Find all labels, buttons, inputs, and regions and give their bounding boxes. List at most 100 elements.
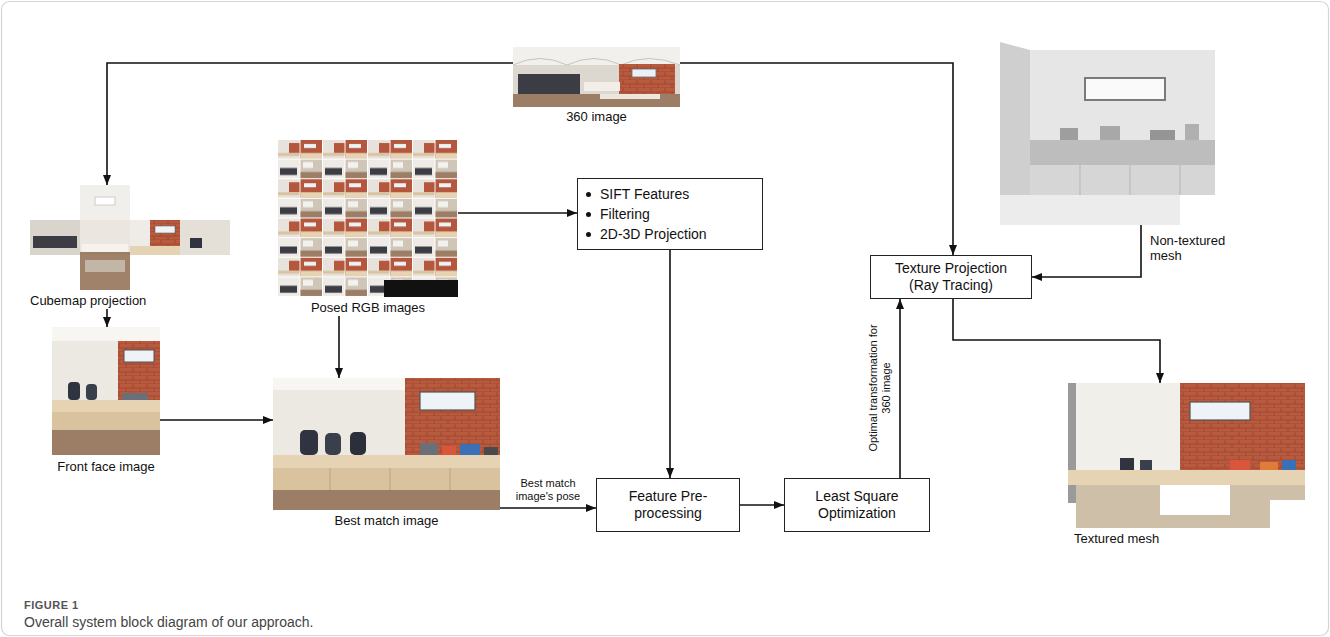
- textured-mesh-render: [1068, 383, 1305, 528]
- best-match-photo: [350, 432, 366, 455]
- panorama-photo: [632, 69, 656, 77]
- best-match-photo: [273, 455, 500, 468]
- textured-mesh-render: [1140, 460, 1152, 470]
- textured-mesh-render: [1120, 458, 1134, 470]
- image-node: Posed RGB images: [278, 140, 458, 316]
- caption-holder: Posed RGB images: [278, 300, 458, 315]
- cubemap-photo: [80, 255, 130, 290]
- figure-caption: Overall system block diagram of our appr…: [24, 614, 313, 630]
- non-textured-mesh-render: [1150, 130, 1175, 140]
- best-match-photo: [420, 443, 438, 455]
- caption-holder: Textured mesh: [1074, 531, 1234, 546]
- posed-image-grid: [278, 140, 458, 297]
- edge-label: Best match image's pose: [516, 477, 580, 502]
- best-match-photo: [273, 378, 500, 510]
- image-caption: Posed RGB images: [311, 300, 425, 315]
- non-textured-mesh-render: [1085, 78, 1165, 100]
- cubemap-photo: [82, 244, 128, 252]
- posed-image-grid: [384, 280, 458, 297]
- textured-mesh-render: [1282, 460, 1296, 470]
- box-body: Texture Projection (Ray Tracing): [881, 260, 1021, 295]
- panorama-photo: [619, 64, 675, 94]
- flow-arrow: [953, 299, 1160, 383]
- cubemap-photo: [155, 226, 175, 233]
- textured-mesh-render: [1270, 500, 1305, 528]
- cubemap-photo: [33, 236, 77, 248]
- best-match-photo: [330, 468, 450, 490]
- image-node: Front face image: [52, 327, 160, 477]
- non-textured-mesh-render: [1030, 140, 1215, 165]
- cubemap-photo: [180, 220, 230, 255]
- image-caption: Cubemap projection: [30, 293, 146, 308]
- image-caption: 360 image: [566, 109, 627, 124]
- box-body: Feature Pre-processing: [612, 488, 724, 523]
- flow-arrow: [160, 419, 273, 421]
- cubemap-photo: [30, 185, 230, 290]
- front-face-photo: [68, 382, 80, 400]
- flow-arrow: [107, 63, 513, 185]
- flow-arrow: [669, 250, 671, 478]
- image-caption: Best match image: [334, 513, 438, 528]
- cubemap-photo: [130, 220, 180, 255]
- flow-arrow: [740, 504, 784, 506]
- list-row: SIFT Features: [586, 184, 707, 204]
- front-face-photo: [124, 350, 154, 362]
- non-textured-mesh-render: [1030, 165, 1215, 195]
- cubemap-photo: [190, 238, 202, 248]
- flow-arrow: [899, 299, 901, 478]
- panorama-photo: [513, 47, 680, 65]
- edge-label-patch: Best match image's pose: [501, 476, 595, 504]
- non-textured-mesh-render: [1060, 128, 1078, 140]
- best-match-photo: [273, 468, 500, 490]
- textured-mesh-render: [1068, 383, 1305, 470]
- caption-holder: Front face image: [42, 459, 170, 474]
- panorama-photo: [513, 47, 680, 107]
- best-match-photo: [300, 430, 318, 455]
- front-face-photo: [52, 327, 160, 341]
- caption-holder: 360 image: [513, 109, 680, 124]
- textured-mesh-render: [1180, 383, 1305, 470]
- process-box: Texture Projection (Ray Tracing): [870, 255, 1032, 299]
- textured-mesh-render: [1160, 485, 1230, 515]
- caption-holder: Cubemap projection: [30, 293, 170, 308]
- caption-holder: Best match image: [273, 513, 500, 528]
- posed-image-grid: [278, 140, 458, 297]
- figure-number: FIGURE 1: [24, 599, 79, 611]
- textured-mesh-render: [1260, 462, 1278, 470]
- box-label: Least Square Optimization: [801, 488, 913, 523]
- cubemap-photo: [150, 220, 180, 246]
- front-face-photo: [52, 412, 160, 430]
- cubemap-photo: [80, 252, 130, 255]
- caption-holder: Non-textured mesh: [1150, 233, 1236, 263]
- flow-arrow: [106, 309, 108, 327]
- image-node: Best match image: [273, 378, 500, 530]
- list-row: Filtering: [586, 204, 707, 224]
- non-textured-mesh-render: [1000, 42, 1215, 225]
- process-box: Least Square Optimization: [784, 478, 930, 532]
- list-body: SIFT FeaturesFiltering2D-3D Projection: [586, 184, 707, 244]
- list-item: Filtering: [600, 204, 650, 224]
- cubemap-photo: [30, 220, 80, 255]
- process-box: Feature Pre-processing: [596, 478, 740, 532]
- panorama-photo: [584, 82, 620, 91]
- front-face-photo: [52, 327, 160, 455]
- cubemap-photo: [130, 246, 180, 255]
- bullet-dot: [586, 232, 591, 237]
- non-textured-mesh-render: [1080, 165, 1180, 195]
- image-node: Textured mesh: [1068, 383, 1305, 545]
- front-face-photo: [52, 327, 160, 455]
- box-body: Least Square Optimization: [801, 488, 913, 523]
- panorama-photo: [518, 74, 580, 94]
- panorama-photo: [600, 94, 660, 99]
- flow-arrow: [458, 212, 577, 214]
- best-match-photo: [484, 447, 498, 455]
- edge-label: Optimal transformation for 360 image: [867, 324, 892, 451]
- box-label: Texture Projection (Ray Tracing): [881, 260, 1021, 295]
- non-textured-mesh-render: [1030, 50, 1215, 140]
- textured-mesh-render: [1190, 402, 1250, 420]
- best-match-photo: [325, 433, 341, 455]
- list-item: SIFT Features: [600, 184, 689, 204]
- bullet-dot: [586, 192, 591, 197]
- front-face-photo: [118, 341, 160, 400]
